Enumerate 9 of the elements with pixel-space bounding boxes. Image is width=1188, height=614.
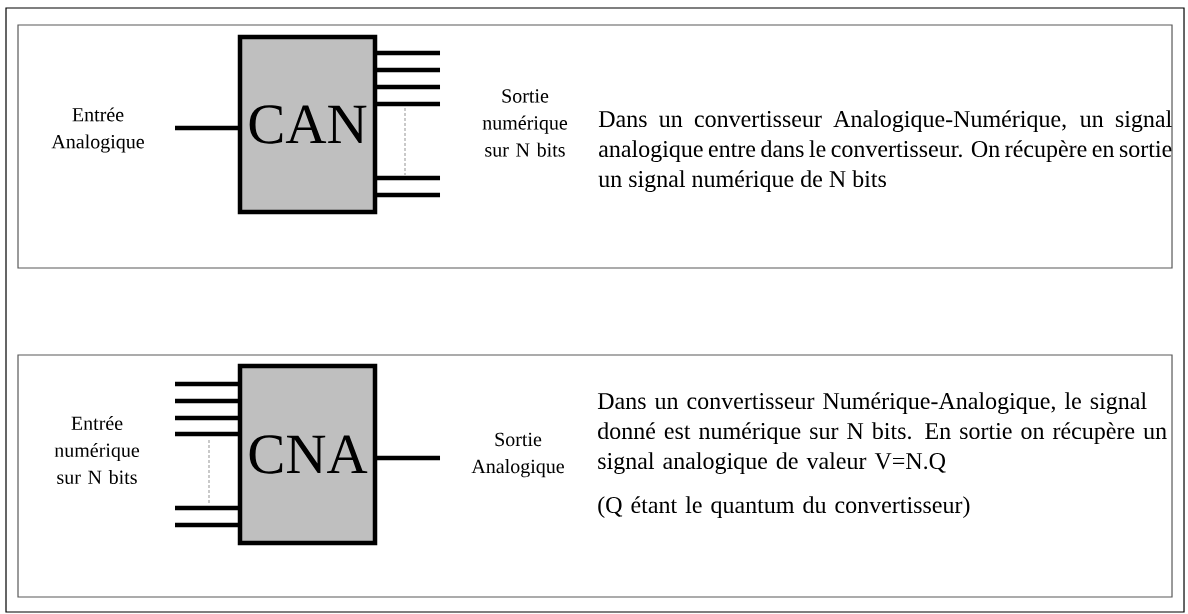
- pin-label: Sortie numérique sur N bits: [482, 89, 568, 157]
- pin-label: Entrée Analogique: [51, 107, 144, 153]
- description-text: Dans un convertisseur Numérique-Analogique, le signal donné est numérique sur N bits. En sortie on récupère un signal analogique de valeur V=N.Q: [597, 392, 1167, 475]
- description-text: Dans un convertisseur Analogique-Numérique, un signal analogique entre dans le convertisseur. On récupère en sortie un signal numérique de N bits: [598, 110, 1172, 193]
- pin-label: Entrée numérique sur N bits: [54, 415, 140, 485]
- description-text: (Q étant le quantum du convertisseur): [598, 496, 970, 518]
- converter-block: CNA: [237, 363, 378, 546]
- converter-block: CAN: [237, 34, 378, 215]
- pin-label: Sortie Analogique: [471, 432, 564, 478]
